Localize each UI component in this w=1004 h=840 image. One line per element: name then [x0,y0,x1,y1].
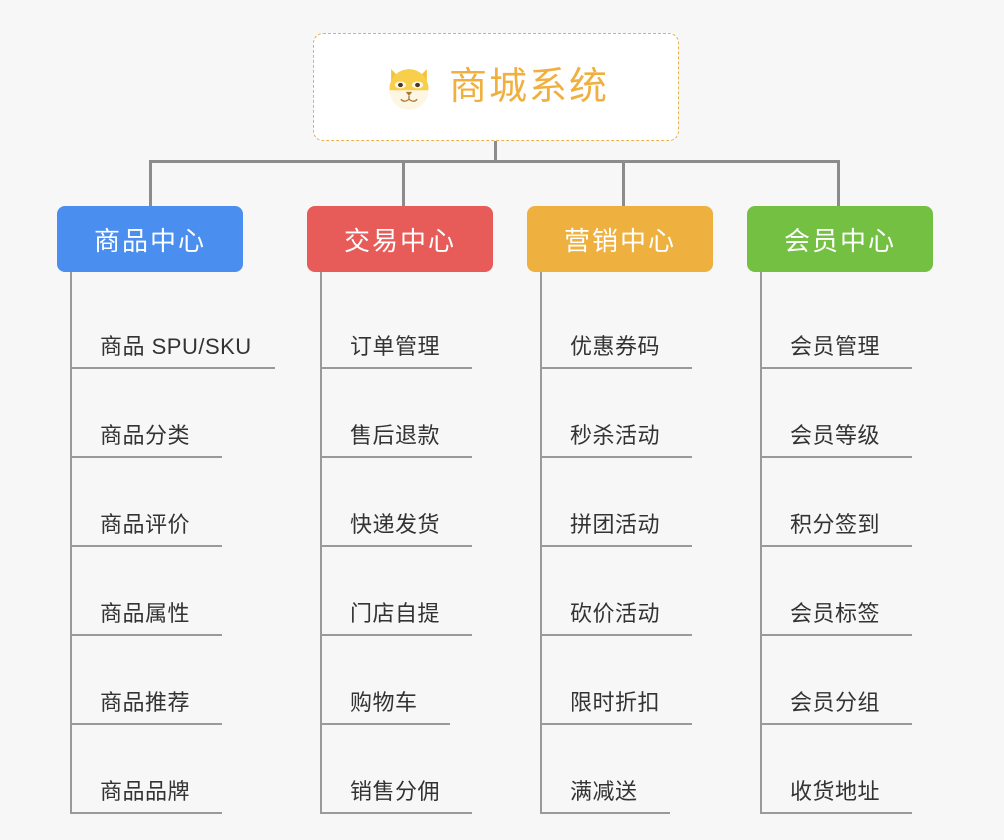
leaf-label: 拼团活动 [570,511,661,537]
leaf-label: 售后退款 [350,422,441,448]
branch-columns: 商品中心 商品 SPU/SKU 商品分类 商品评价 商品属性 [0,206,1004,840]
leaf-underline [322,545,472,547]
root-title: 商城系统 [448,66,609,108]
leaf-underline [542,456,692,458]
leaf-label: 商品属性 [100,600,191,626]
leaf-underline [762,456,912,458]
leaf-underline [72,367,275,369]
leaf-item[interactable]: 收货地址 [762,725,933,814]
leaf-label: 商品 SPU/SKU [100,333,252,359]
leaf-item[interactable]: 限时折扣 [542,636,713,725]
branch-header-member-center[interactable]: 会员中心 [747,206,933,272]
leaf-label: 订单管理 [350,333,441,359]
leaf-item[interactable]: 商品属性 [72,547,243,636]
branch-trade-center: 交易中心 订单管理 售后退款 快递发货 门店自提 [307,206,493,814]
root-node[interactable]: 商城系统 [313,33,679,141]
leaf-underline [72,545,222,547]
leaf-label: 收货地址 [790,778,881,804]
leaf-item[interactable]: 秒杀活动 [542,369,713,458]
leaf-item[interactable]: 购物车 [322,636,493,725]
leaf-label: 商品推荐 [100,689,191,715]
leaf-item[interactable]: 会员等级 [762,369,933,458]
leaf-item[interactable]: 商品品牌 [72,725,243,814]
leaf-underline [322,367,472,369]
leaf-item[interactable]: 门店自提 [322,547,493,636]
leaf-label: 商品分类 [100,422,191,448]
leaf-item[interactable]: 会员管理 [762,280,933,369]
leaf-label: 限时折扣 [570,689,661,715]
leaf-underline [542,812,670,814]
branch-member-center: 会员中心 会员管理 会员等级 积分签到 会员标签 [747,206,933,814]
leaf-item[interactable]: 商品评价 [72,458,243,547]
leaf-underline [72,456,222,458]
branch-header-label: 交易中心 [343,225,456,256]
leaf-item[interactable]: 商品推荐 [72,636,243,725]
leaf-label: 商品品牌 [100,778,191,804]
leaf-list-trade-center: 订单管理 售后退款 快递发货 门店自提 购物车 [320,272,493,814]
leaf-label: 购物车 [350,689,418,715]
branch-marketing-center: 营销中心 优惠券码 秒杀活动 拼团活动 砍价活动 [527,206,713,814]
leaf-item[interactable]: 快递发货 [322,458,493,547]
connector-drop-member-center [837,160,840,206]
leaf-list-product-center: 商品 SPU/SKU 商品分类 商品评价 商品属性 商品推荐 [70,272,275,814]
branch-header-marketing-center[interactable]: 营销中心 [527,206,713,272]
leaf-underline [762,367,912,369]
leaf-underline [72,812,222,814]
leaf-underline [542,545,692,547]
leaf-item[interactable]: 积分签到 [762,458,933,547]
connector-horizontal-bus [149,160,839,163]
leaf-underline [322,723,450,725]
leaf-underline [762,812,912,814]
leaf-label: 会员标签 [790,600,881,626]
leaf-label: 会员分组 [790,689,881,715]
leaf-label: 秒杀活动 [570,422,661,448]
leaf-item[interactable]: 拼团活动 [542,458,713,547]
leaf-underline [762,723,912,725]
leaf-label: 销售分佣 [350,778,441,804]
leaf-label: 满减送 [570,778,638,804]
leaf-underline [72,634,222,636]
leaf-item[interactable]: 会员分组 [762,636,933,725]
leaf-underline [322,812,472,814]
leaf-label: 优惠券码 [570,333,661,359]
leaf-underline [322,456,472,458]
branch-header-product-center[interactable]: 商品中心 [57,206,243,272]
leaf-label: 会员管理 [790,333,881,359]
leaf-item[interactable]: 售后退款 [322,369,493,458]
connector-drop-trade-center [402,160,405,206]
shiba-dog-face-icon [389,69,429,110]
leaf-underline [542,367,692,369]
leaf-item[interactable]: 商品分类 [72,369,243,458]
leaf-label: 快递发货 [350,511,441,537]
leaf-item[interactable]: 订单管理 [322,280,493,369]
branch-header-label: 营销中心 [563,225,676,256]
leaf-item[interactable]: 会员标签 [762,547,933,636]
leaf-item[interactable]: 优惠券码 [542,280,713,369]
leaf-label: 会员等级 [790,422,881,448]
leaf-item[interactable]: 满减送 [542,725,713,814]
leaf-underline [72,723,222,725]
leaf-list-member-center: 会员管理 会员等级 积分签到 会员标签 会员分组 [760,272,933,814]
leaf-underline [542,634,692,636]
connector-drop-product-center [149,160,152,206]
leaf-label: 商品评价 [100,511,191,537]
leaf-label: 门店自提 [350,600,441,626]
leaf-underline [762,634,912,636]
leaf-underline [762,545,912,547]
leaf-label: 积分签到 [790,511,881,537]
leaf-underline [322,634,472,636]
leaf-underline [542,723,692,725]
branch-product-center: 商品中心 商品 SPU/SKU 商品分类 商品评价 商品属性 [57,206,275,814]
connector-root-stem [494,141,497,162]
leaf-list-marketing-center: 优惠券码 秒杀活动 拼团活动 砍价活动 限时折扣 [540,272,713,814]
leaf-label: 砍价活动 [570,600,661,626]
branch-header-trade-center[interactable]: 交易中心 [307,206,493,272]
branch-header-label: 会员中心 [783,225,896,256]
leaf-item[interactable]: 砍价活动 [542,547,713,636]
connector-drop-marketing-center [622,160,625,206]
leaf-item[interactable]: 销售分佣 [322,725,493,814]
leaf-item[interactable]: 商品 SPU/SKU [72,280,275,369]
branch-header-label: 商品中心 [93,225,206,256]
